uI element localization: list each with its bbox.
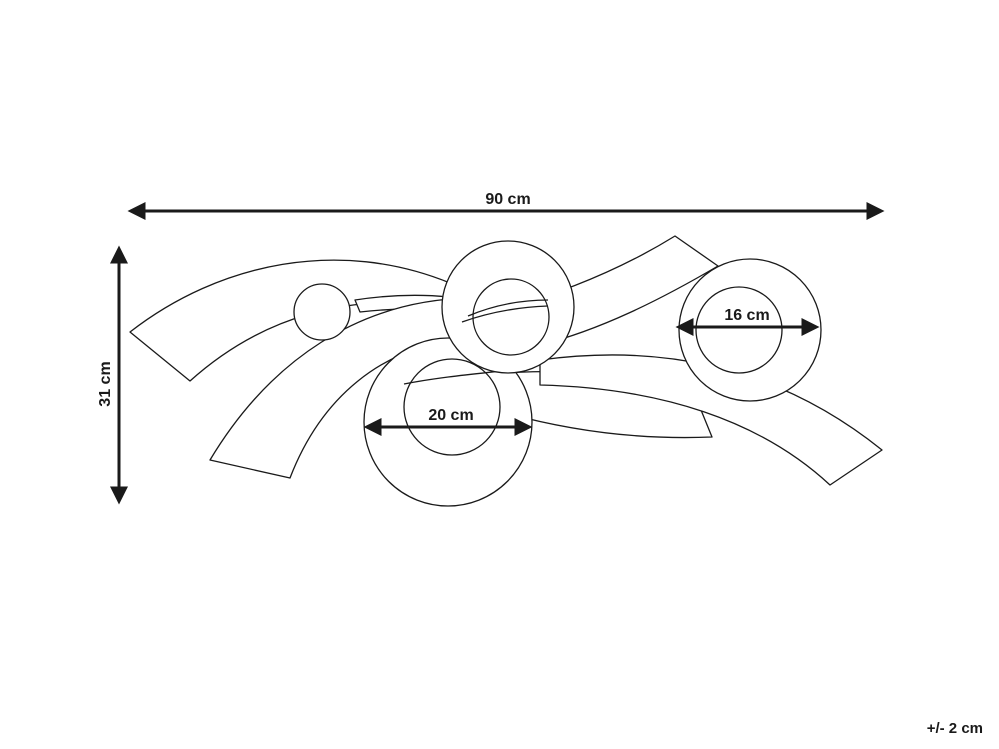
sculpture-outline — [129, 235, 883, 507]
small-ring-dimension: 16 cm — [675, 307, 820, 336]
width-label: 90 cm — [485, 191, 530, 208]
height-dimension: 31 cm — [97, 245, 128, 505]
top-ring-inner — [472, 278, 550, 356]
width-dimension: 90 cm — [127, 191, 885, 220]
height-label: 31 cm — [97, 361, 114, 406]
cross-band-top-2 — [467, 299, 549, 317]
right-ring-inner — [695, 286, 783, 374]
large-ring-dimension: 20 cm — [363, 407, 533, 436]
small-ring-label: 16 cm — [724, 307, 769, 324]
small-sphere — [293, 283, 351, 341]
cross-band-top — [461, 305, 549, 323]
right-tail-band — [539, 354, 883, 486]
tolerance-note: +/- 2 cm — [926, 720, 983, 737]
large-ring-label: 20 cm — [428, 407, 473, 424]
